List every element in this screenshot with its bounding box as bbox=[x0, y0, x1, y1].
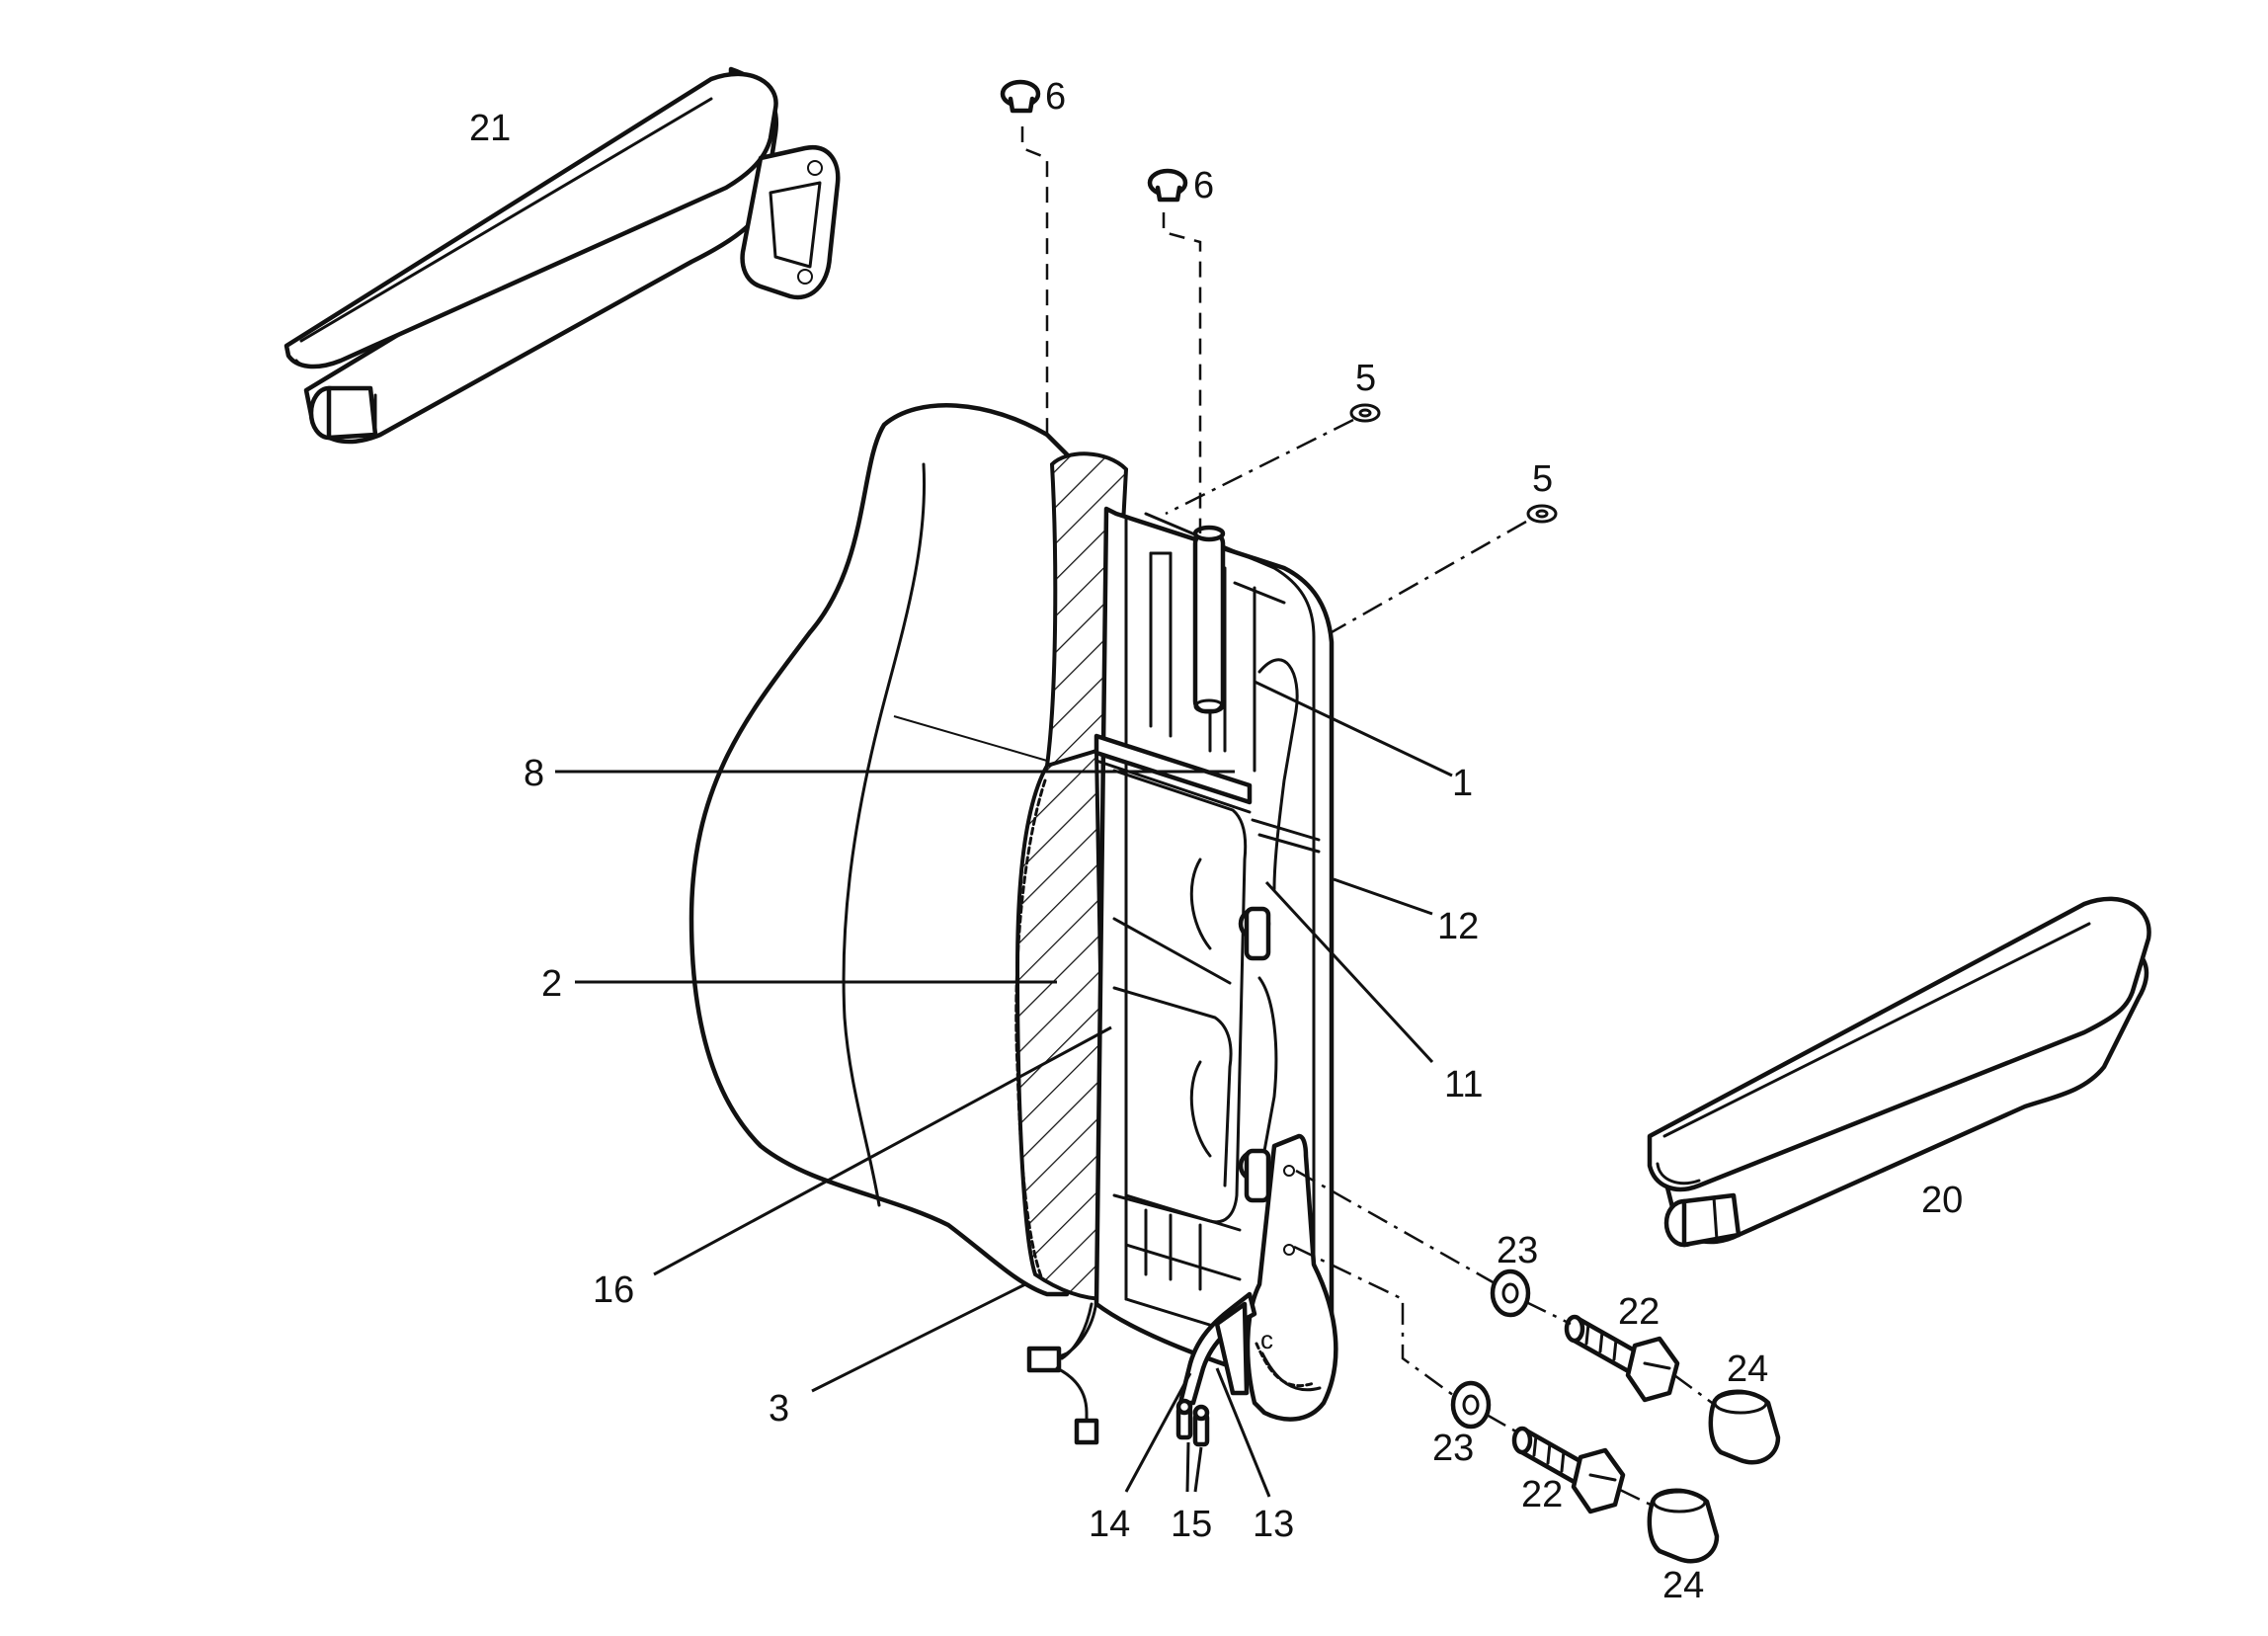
label-12: 12 bbox=[1437, 906, 1479, 947]
label-15: 15 bbox=[1171, 1504, 1212, 1545]
cap-upper bbox=[1708, 1389, 1781, 1465]
wiring-harness bbox=[1026, 1297, 1099, 1445]
washer-lower bbox=[1450, 1380, 1492, 1430]
washer-upper bbox=[1490, 1268, 1531, 1318]
label-22-lower: 22 bbox=[1521, 1474, 1563, 1515]
push-button-upper bbox=[1000, 79, 1041, 114]
label-6-upper: 6 bbox=[1045, 76, 1066, 118]
spring-clip-lower bbox=[1526, 504, 1558, 524]
cap-lower bbox=[1647, 1488, 1720, 1564]
bolt-upper bbox=[1564, 1314, 1680, 1403]
label-20: 20 bbox=[1921, 1180, 1963, 1221]
guide-tube bbox=[1192, 525, 1226, 714]
backrest-cushion bbox=[688, 403, 1070, 1297]
label-16: 16 bbox=[593, 1269, 634, 1311]
label-23-upper: 23 bbox=[1497, 1230, 1538, 1271]
assembly-lines bbox=[1020, 126, 1720, 1509]
label-2: 2 bbox=[541, 963, 562, 1005]
bolt-lower bbox=[1511, 1426, 1626, 1514]
label-11: 11 bbox=[1444, 1064, 1483, 1105]
label-5-lower: 5 bbox=[1532, 458, 1553, 500]
svg-text:c: c bbox=[1260, 1325, 1273, 1354]
push-button-lower bbox=[1147, 168, 1188, 203]
label-21: 21 bbox=[469, 108, 511, 149]
spring-clip-upper bbox=[1349, 403, 1381, 423]
armrest-right bbox=[1647, 896, 2151, 1248]
label-8: 8 bbox=[524, 753, 544, 794]
label-5-upper: 5 bbox=[1355, 358, 1376, 399]
label-24-lower: 24 bbox=[1662, 1565, 1704, 1606]
armrest-left bbox=[284, 66, 841, 445]
label-24-upper: 24 bbox=[1727, 1349, 1768, 1390]
label-22-upper: 22 bbox=[1618, 1291, 1660, 1333]
label-14: 14 bbox=[1089, 1504, 1130, 1545]
part-15-clips bbox=[1175, 1398, 1210, 1447]
label-23-lower: 23 bbox=[1432, 1428, 1474, 1469]
label-6-lower: 6 bbox=[1193, 165, 1214, 206]
label-1: 1 bbox=[1452, 763, 1473, 804]
label-13: 13 bbox=[1253, 1504, 1294, 1545]
recliner-mechanism: c bbox=[1177, 1133, 1338, 1422]
part-labels: 1 2 3 5 5 6 6 8 11 12 13 14 15 16 20 21 … bbox=[469, 76, 1963, 1606]
label-3: 3 bbox=[769, 1388, 789, 1430]
leader-lines bbox=[555, 680, 1453, 1498]
